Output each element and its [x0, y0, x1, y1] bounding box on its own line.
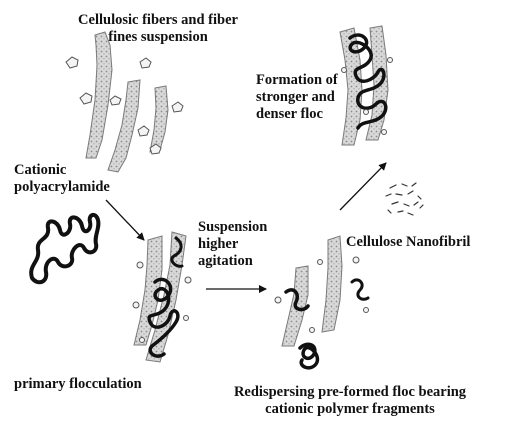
fiber-fine — [140, 58, 151, 68]
fiber-fine — [138, 126, 149, 136]
arrow-cpam-to-floc — [106, 200, 144, 240]
fiber-fine — [140, 338, 145, 343]
fiber-fine — [275, 297, 281, 303]
dense-floc-group — [340, 26, 393, 145]
fiber-fine — [137, 262, 143, 268]
fiber-fine — [382, 130, 387, 135]
label-cellulose-nanofibril: Cellulose Nanofibril — [346, 234, 470, 251]
fiber-suspension-group — [66, 32, 183, 172]
arrow-to-dense-floc — [340, 163, 386, 210]
fiber-fine — [185, 277, 191, 283]
fiber-fine — [364, 308, 369, 313]
fiber-fine — [388, 58, 393, 63]
label-dense-floc: Formation of stronger and denser floc — [256, 72, 338, 123]
label-fiber-suspension: Cellulosic fibers and fiber fines suspen… — [58, 12, 258, 46]
label-agitation-line2: higher — [198, 236, 267, 253]
fiber-fine — [66, 57, 78, 68]
label-dense-floc-line1: Formation of — [256, 72, 338, 89]
label-cationic-polyacrylamide: Cationic polyacrylamide — [14, 162, 110, 196]
fiber-fine — [364, 110, 369, 115]
label-redispersing-line1: Redispersing pre-formed floc bearing — [200, 384, 500, 401]
cellulose-nanofibril-cluster — [386, 183, 423, 215]
polymer-fragment — [300, 344, 317, 368]
cellulose-fiber — [322, 236, 342, 332]
cationic-polymer-chain — [31, 215, 98, 282]
label-redispersing: Redispersing pre-formed floc bearing cat… — [200, 384, 500, 418]
label-cationic-line1: Cationic — [14, 162, 110, 179]
label-dense-floc-line2: stronger and — [256, 89, 338, 106]
label-cationic-line2: polyacrylamide — [14, 179, 110, 196]
fiber-fine — [310, 328, 315, 333]
fiber-fine — [172, 102, 183, 112]
label-fiber-suspension-line2: fines suspension — [58, 29, 258, 46]
label-agitation-line1: Suspension — [198, 219, 267, 236]
label-dense-floc-line3: denser floc — [256, 106, 338, 123]
polymer-fragment — [352, 280, 368, 299]
fiber-fine — [353, 257, 359, 263]
fiber-fine — [318, 260, 323, 265]
fiber-fine — [184, 316, 189, 321]
fiber-fine — [110, 96, 121, 105]
cellulose-fiber — [150, 86, 168, 152]
label-agitation-line3: agitation — [198, 253, 267, 270]
label-redispersing-line2: cationic polymer fragments — [200, 401, 500, 418]
label-suspension-agitation: Suspension higher agitation — [198, 219, 267, 270]
primary-floc-group — [133, 232, 191, 362]
label-fiber-suspension-line1: Cellulosic fibers and fiber — [58, 12, 258, 29]
cellulose-fiber — [108, 80, 140, 172]
fiber-fine — [133, 302, 139, 308]
fiber-fine — [342, 68, 347, 73]
label-primary-flocculation: primary flocculation — [14, 376, 142, 393]
redispersed-floc-group — [275, 236, 369, 368]
fiber-fine — [80, 93, 92, 104]
